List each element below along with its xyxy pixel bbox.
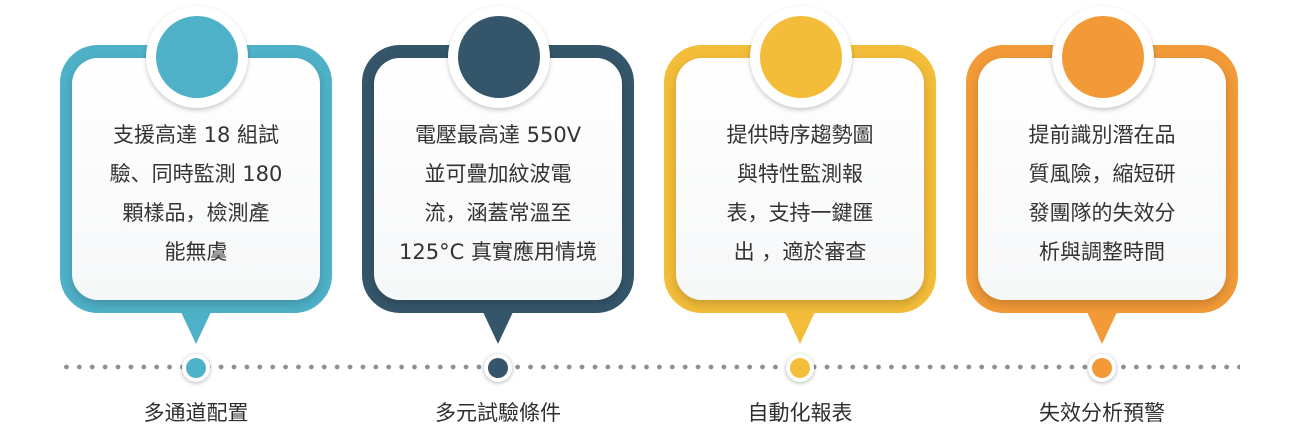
circle-badge bbox=[760, 16, 842, 98]
timeline-node bbox=[1088, 354, 1116, 382]
card-pointer bbox=[785, 312, 815, 344]
card-description: 提供時序趨勢圖 與特性監測報 表，支持一鍵匯 出 ，適於審查 bbox=[676, 116, 924, 272]
step-label: 自動化報表 bbox=[747, 401, 853, 425]
circle-badge bbox=[458, 16, 540, 98]
circle-badge bbox=[1062, 16, 1144, 98]
description-line: 提前識別潛在品 bbox=[1028, 123, 1176, 147]
step-label: 失效分析預警 bbox=[1039, 401, 1165, 425]
description-line: 能無虞 bbox=[164, 240, 228, 264]
description-line: 表，支持一鍵匯 bbox=[726, 201, 874, 225]
card-frame bbox=[60, 45, 332, 313]
description-line: 顆樣品，檢測產 bbox=[122, 201, 270, 225]
card-pointer bbox=[181, 312, 211, 344]
card-frame bbox=[664, 45, 936, 313]
timeline-node bbox=[786, 354, 814, 382]
description-line: 質風險，縮短研 bbox=[1028, 162, 1176, 186]
timeline-node bbox=[182, 354, 210, 382]
description-line: 驗、同時監測 180 bbox=[109, 162, 283, 186]
description-line: 流，涵蓋常溫至 bbox=[424, 201, 572, 225]
card-frame bbox=[966, 45, 1238, 313]
timeline-node bbox=[484, 354, 512, 382]
timeline-node-dot bbox=[488, 358, 508, 378]
timeline-node-dot bbox=[186, 358, 206, 378]
description-line: 提供時序趨勢圖 bbox=[726, 123, 874, 147]
step-label: 多通道配置 bbox=[143, 401, 249, 425]
card-description: 支援高達 18 組試 驗、同時監測 180 顆樣品，檢測產 能無虞 bbox=[72, 116, 320, 272]
step-card-3: 提供時序趨勢圖 與特性監測報 表，支持一鍵匯 出 ，適於審查 自動化報表 bbox=[664, 0, 936, 445]
description-line: 電壓最高達 550V bbox=[414, 123, 582, 147]
description-line: 出 ，適於審查 bbox=[733, 240, 867, 264]
card-description: 電壓最高達 550V 並可疊加紋波電 流，涵蓋常溫至 125°C 真實應用情境 bbox=[374, 116, 622, 272]
card-description: 提前識別潛在品 質風險，縮短研 發團隊的失效分 析與調整時間 bbox=[978, 116, 1226, 272]
description-line: 支援高達 18 組試 bbox=[112, 123, 280, 147]
timeline-node-dot bbox=[790, 358, 810, 378]
description-line: 與特性監測報 bbox=[737, 162, 863, 186]
dotted-timeline bbox=[60, 364, 1240, 370]
step-card-4: 提前識別潛在品 質風險，縮短研 發團隊的失效分 析與調整時間 失效分析預警 bbox=[966, 0, 1238, 445]
circle-badge bbox=[156, 16, 238, 98]
card-pointer bbox=[1087, 312, 1117, 344]
description-line: 析與調整時間 bbox=[1039, 240, 1165, 264]
description-line: 125°C 真實應用情境 bbox=[399, 240, 597, 264]
card-pointer bbox=[483, 312, 513, 344]
step-card-1: 支援高達 18 組試 驗、同時監測 180 顆樣品，檢測產 能無虞 多通道配置 bbox=[60, 0, 332, 445]
description-line: 並可疊加紋波電 bbox=[424, 162, 572, 186]
step-label: 多元試驗條件 bbox=[435, 401, 561, 425]
step-card-2: 電壓最高達 550V 並可疊加紋波電 流，涵蓋常溫至 125°C 真實應用情境 … bbox=[362, 0, 634, 445]
timeline-node-dot bbox=[1092, 358, 1112, 378]
description-line: 發團隊的失效分 bbox=[1028, 201, 1176, 225]
